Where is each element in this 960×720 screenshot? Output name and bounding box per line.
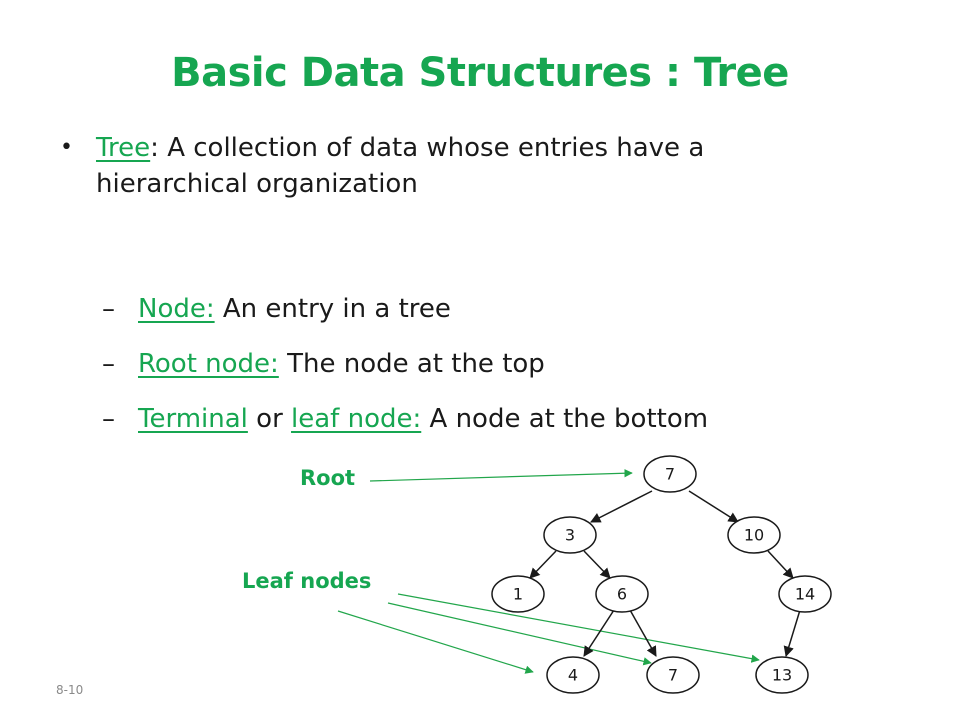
sub-item-text: The node at the top [278, 349, 545, 379]
dash-icon: – [102, 349, 115, 379]
tree-node-13: 13 [755, 656, 809, 694]
tree-node-7: 7 [643, 455, 697, 493]
bullet-text-line1: : A collection of data whose entries hav… [150, 133, 705, 163]
node-label: 7 [668, 666, 678, 685]
edge-14-13 [783, 609, 801, 658]
slide-title: Basic Data Structures : Tree [171, 50, 789, 96]
tree-node-10: 10 [727, 516, 781, 554]
node-label: 13 [772, 666, 792, 685]
edge-7-10 [688, 490, 739, 523]
tree-node-1: 1 [491, 575, 545, 613]
edge-3-1 [529, 550, 557, 579]
bullet-tree: • Tree: A collection of data whose entri… [60, 130, 920, 202]
dash-icon: – [102, 404, 115, 434]
bullet-list: • Tree: A collection of data whose entri… [60, 130, 920, 202]
tree-node-6: 6 [595, 575, 649, 613]
sub-item-root-node: – Root node: The node at the top [102, 337, 904, 392]
sub-list: – Node: An entry in a tree – Root node: … [102, 282, 904, 447]
sub-item-leaf-node: – Terminal or leaf node: A node at the b… [102, 392, 904, 447]
slide-number: 8-10 [56, 683, 84, 697]
term-terminal: Terminal [138, 404, 248, 434]
node-label: 14 [795, 585, 815, 604]
term-leaf-node: leaf node: [291, 404, 422, 434]
root-annotation-arrow [369, 469, 633, 482]
edge-6-7 [629, 609, 657, 657]
leaf-annotation-arrow-4 [337, 610, 534, 674]
sub-item-text: A node at the bottom [421, 404, 709, 434]
leaf-nodes-label: Leaf nodes [242, 569, 371, 593]
root-label: Root [300, 466, 355, 490]
dash-icon: – [102, 294, 115, 324]
bullet-text-line2: hierarchical organization [96, 169, 418, 199]
node-label: 4 [568, 666, 578, 685]
node-label: 7 [665, 465, 675, 484]
node-label: 6 [617, 585, 627, 604]
tree-node-14: 14 [778, 575, 832, 613]
term-tree: Tree [96, 133, 151, 163]
edge-10-14 [767, 550, 794, 579]
edge-7-3 [590, 490, 653, 523]
bullet-dot-icon: • [60, 135, 73, 160]
edge-6-4 [583, 609, 615, 657]
term-node: Node: [138, 294, 215, 324]
sub-item-middle-text: or [247, 404, 292, 434]
leaf-annotation-arrow-7 [387, 602, 652, 666]
node-label: 1 [513, 585, 523, 604]
leaf-annotation-arrow-13 [397, 593, 760, 663]
tree-node-3: 3 [543, 516, 597, 554]
term-root-node: Root node: [138, 349, 279, 379]
node-label: 3 [565, 526, 575, 545]
node-label: 10 [744, 526, 764, 545]
edge-3-6 [583, 550, 611, 579]
tree-node-4: 4 [546, 656, 600, 694]
sub-item-text: An entry in a tree [214, 294, 451, 324]
tree-node-7-leaf: 7 [646, 656, 700, 694]
sub-item-node: – Node: An entry in a tree [102, 282, 904, 337]
